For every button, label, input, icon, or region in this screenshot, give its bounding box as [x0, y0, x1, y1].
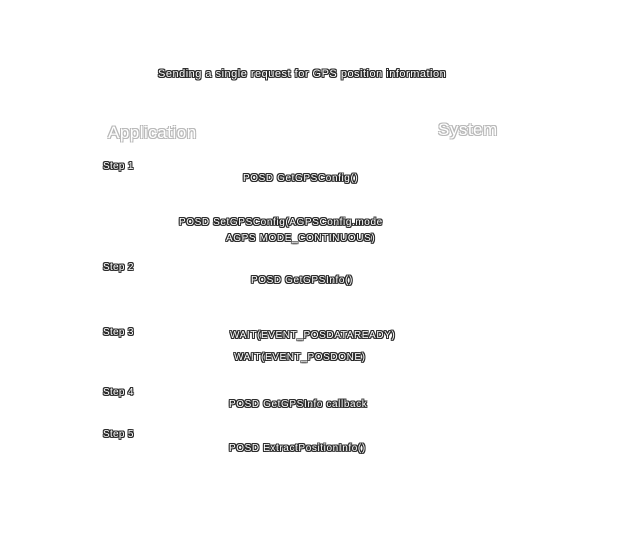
step-label-2: Step 2	[103, 262, 134, 273]
step-label-4: Step 4	[103, 387, 134, 398]
step-3-wait-done: WAIT(EVENT_POSDONE)	[234, 352, 366, 363]
set-config-message: POSD SetGPSConfig(AGPSConfig.mode	[179, 217, 383, 228]
step-3-wait-ready: WAIT(EVENT_POSDATAREADY)	[230, 330, 396, 341]
lane-header-system: System	[438, 120, 498, 139]
step-label-1: Step 1	[103, 161, 134, 172]
set-config-message-cont: AGPS MODE_CONTINUOUS)	[226, 233, 376, 244]
step-label-5: Step 5	[103, 429, 134, 440]
step-4-message: POSD GetGPSInfo callback	[229, 399, 368, 410]
step-2-message: POSD GetGPSInfo()	[251, 275, 353, 286]
step-label-3: Step 3	[103, 327, 134, 338]
diagram-title: Sending a single request for GPS positio…	[158, 68, 447, 80]
lane-header-application: Application	[108, 123, 197, 142]
step-5-message: POSD ExtractPositionInfo()	[229, 443, 366, 454]
step-1-message: POSD GetGPSConfig()	[243, 173, 359, 184]
